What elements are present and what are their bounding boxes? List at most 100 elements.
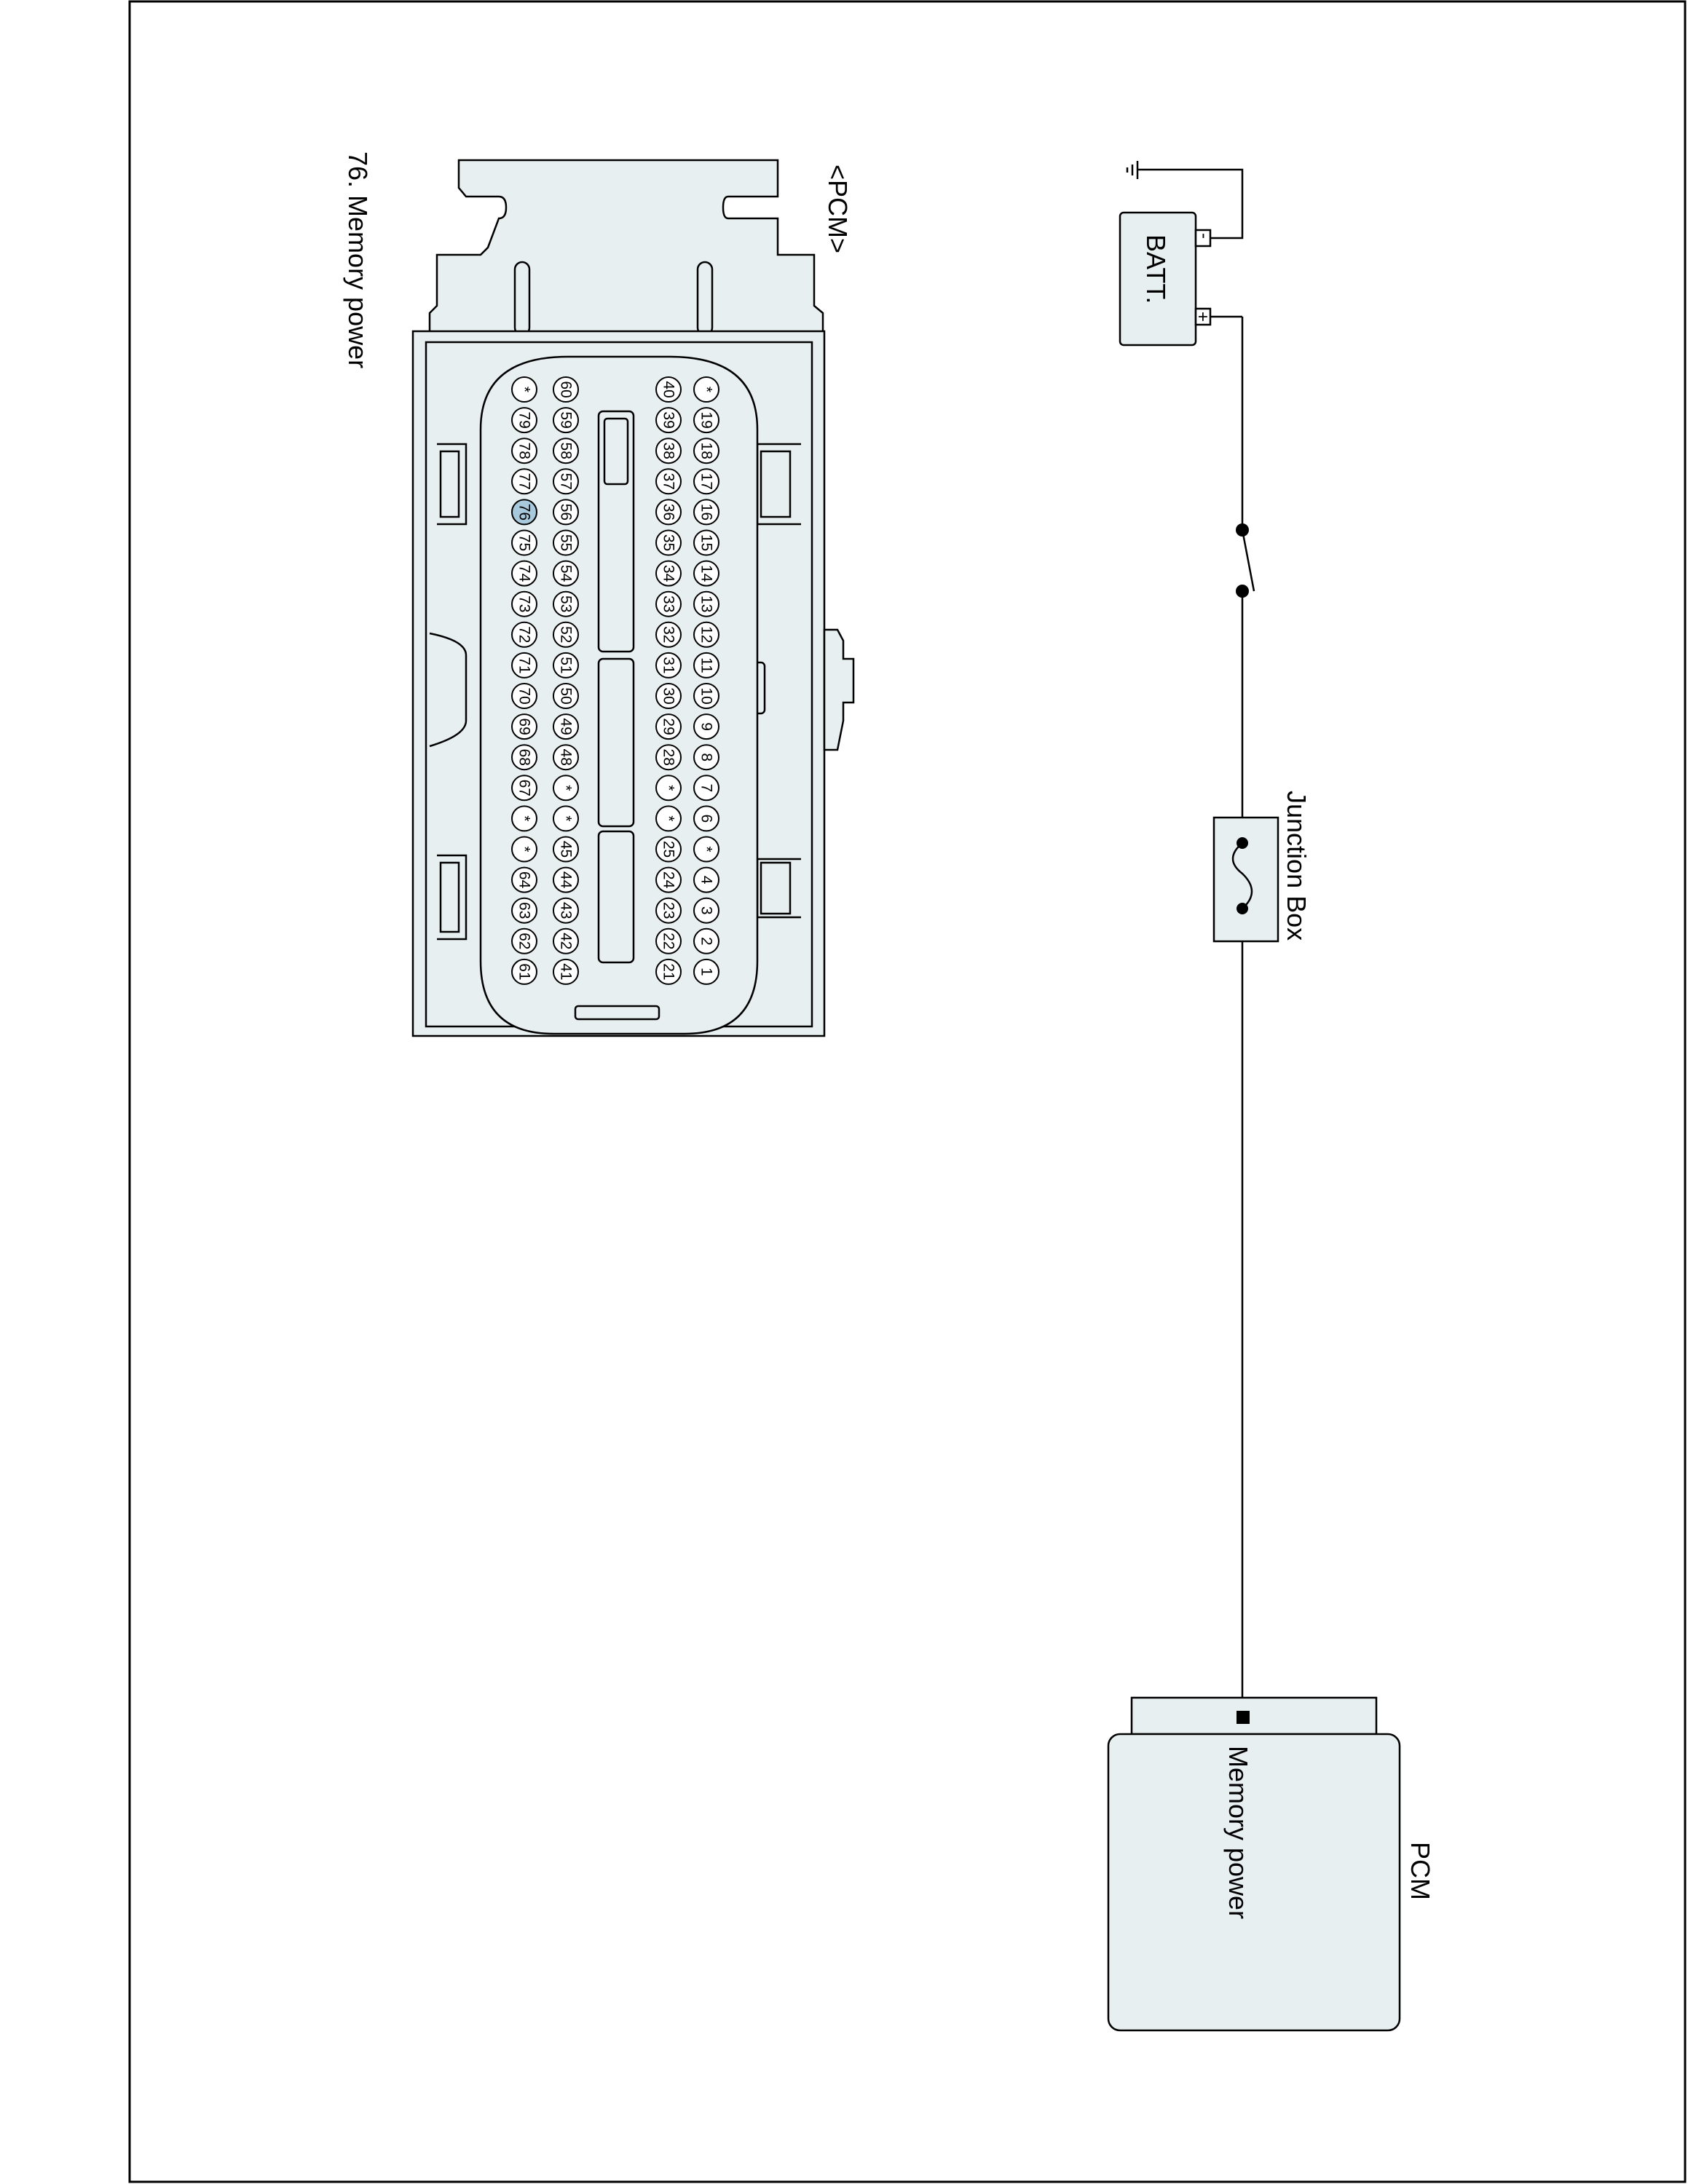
pin-circle	[693, 927, 719, 954]
pin-circle	[655, 560, 682, 587]
center-slot-3	[597, 830, 635, 964]
pin-label: 34	[660, 565, 677, 582]
guide-pin-right	[696, 261, 714, 336]
pin-circle	[553, 866, 579, 893]
pcm-label: PCM	[1405, 1842, 1435, 1900]
pin-circle	[511, 407, 537, 434]
pin-circle	[553, 927, 579, 954]
pin-circle	[655, 529, 682, 556]
pin-circle	[553, 407, 579, 434]
pin-label: *	[516, 815, 533, 821]
pin-label: 43	[558, 902, 575, 919]
pin-circle	[693, 376, 719, 403]
pin-label: 32	[660, 626, 677, 643]
pin-label: 31	[660, 657, 677, 673]
pin-circle	[511, 468, 537, 495]
pin-circle	[553, 376, 579, 403]
pin-label: *	[516, 387, 533, 392]
pin-label: 61	[516, 963, 533, 980]
pin-label: 21	[660, 963, 677, 980]
pin-circle	[693, 560, 719, 587]
guide-pin-left	[513, 261, 531, 336]
pin-label: *	[660, 785, 677, 791]
pin-circle	[553, 499, 579, 526]
pin-label: *	[558, 785, 575, 791]
pin-circle	[655, 836, 682, 863]
pin-label: 75	[516, 534, 533, 551]
pin-circle	[511, 376, 537, 403]
pin-circle	[655, 468, 682, 495]
pin-label: 41	[558, 963, 575, 980]
pin-label: 3	[698, 906, 715, 915]
pcm-module	[1107, 1733, 1401, 2032]
pin-label: 54	[558, 565, 575, 582]
pin-circle	[655, 621, 682, 648]
pin-label: *	[516, 846, 533, 852]
junction-box-label: Junction Box	[1282, 791, 1312, 941]
pin-label: 57	[558, 473, 575, 490]
pin-highlighted	[511, 499, 537, 526]
pin-circle	[511, 775, 537, 802]
battery-minus-sign: -	[1194, 233, 1214, 239]
pin-circle	[693, 529, 719, 556]
connector-latch	[428, 159, 824, 336]
pin-label: 72	[516, 626, 533, 643]
pin-circle	[693, 621, 719, 648]
pin-circle	[511, 621, 537, 648]
pin-label: 56	[558, 504, 575, 521]
pin-circle	[553, 683, 579, 709]
connector-notch-left-mid	[429, 632, 468, 748]
battery	[1119, 211, 1197, 347]
fuse-contact-top	[1237, 837, 1248, 849]
pin-circle	[655, 652, 682, 678]
pin-label: 36	[660, 504, 677, 521]
pin-label: 13	[698, 596, 715, 612]
pcm-pin-terminal	[1237, 1711, 1250, 1724]
pin-circle	[553, 775, 579, 802]
connector-pins: *191817161514131211109876*43214039383736…	[511, 376, 719, 985]
pin-label: 15	[698, 534, 715, 551]
pin-circle	[553, 805, 579, 832]
battery-label: BATT.	[1141, 234, 1171, 304]
pin-circle	[655, 438, 682, 464]
pin-label: 74	[516, 565, 533, 582]
pin-label: 4	[698, 876, 715, 885]
pin-label: 62	[516, 933, 533, 949]
pin-label: 29	[660, 718, 677, 735]
pin-circle	[693, 836, 719, 863]
pin-label: 8	[698, 753, 715, 761]
pin-circle	[693, 407, 719, 434]
pin-label: 6	[698, 815, 715, 823]
pin-label: 58	[558, 443, 575, 459]
pin-label: 12	[698, 626, 715, 643]
connector-key-left-top	[439, 450, 460, 518]
center-slot-1-inner	[603, 417, 629, 486]
pin-label: 11	[698, 657, 715, 673]
pin-label: 79	[516, 411, 533, 428]
pin-label: 24	[660, 871, 677, 889]
pin-label: 42	[558, 933, 575, 949]
pin-circle	[655, 499, 682, 526]
pin-circle	[693, 499, 719, 526]
page-frame	[128, 0, 1687, 2183]
pcm-connector-tab	[1130, 1696, 1378, 1736]
pin-label: 39	[660, 411, 677, 428]
pin-label: 59	[558, 411, 575, 428]
pin-circle	[553, 438, 579, 464]
pin-circle	[693, 652, 719, 678]
center-slot-2	[597, 657, 635, 828]
pin-circle	[655, 376, 682, 403]
pin-circle	[511, 927, 537, 954]
pcm-connector	[411, 159, 855, 1037]
junction-box	[1212, 816, 1279, 943]
pin-circle	[655, 590, 682, 617]
pin-circle	[553, 621, 579, 648]
connector-notch-left-top	[437, 443, 468, 526]
pin-circle	[655, 683, 682, 709]
pin-label: 44	[558, 871, 575, 889]
pin-label: 35	[660, 534, 677, 551]
pin-circle	[511, 744, 537, 771]
pin-circle	[655, 927, 682, 954]
pin-circle	[553, 560, 579, 587]
